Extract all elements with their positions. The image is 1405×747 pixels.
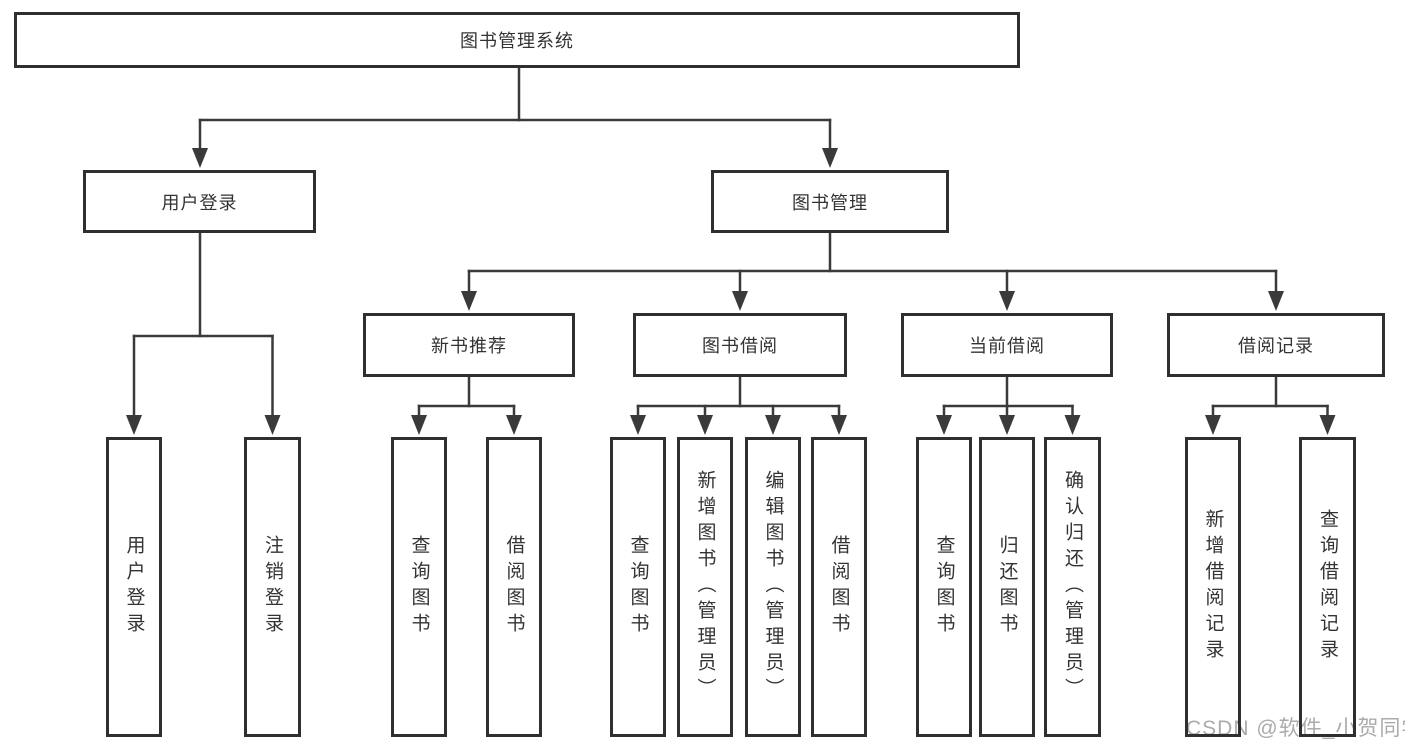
node-label: 新书推荐 — [431, 336, 507, 356]
node-book-management: 图书管理 — [711, 170, 949, 233]
node-label: 当前借阅 — [969, 336, 1045, 356]
leaf-label: 确认归还（管理员） — [1062, 470, 1083, 704]
leaf-label: 归还图书 — [996, 535, 1018, 639]
node-label: 图书借阅 — [702, 336, 778, 356]
leaf-label: 编辑图书（管理员） — [762, 470, 784, 704]
leaf-label: 注销登录 — [262, 535, 283, 639]
leaf-user-login: 用户登录 — [106, 437, 162, 737]
leaf-add-borrow-record: 新增借阅记录 — [1185, 437, 1241, 737]
node-borrow-records: 借阅记录 — [1167, 313, 1385, 377]
leaf-label: 查询图书 — [933, 535, 955, 639]
node-label: 图书管理 — [792, 192, 868, 213]
node-label: 用户登录 — [161, 192, 238, 213]
leaf-label: 查询借阅记录 — [1317, 509, 1338, 665]
leaf-query-books-1: 查询图书 — [391, 437, 447, 737]
node-book-borrowing: 图书借阅 — [633, 313, 847, 377]
leaf-query-books-2: 查询图书 — [610, 437, 666, 737]
leaf-edit-books-admin: 编辑图书（管理员） — [745, 437, 801, 737]
leaf-label: 查询图书 — [408, 535, 430, 639]
node-user-login: 用户登录 — [83, 170, 316, 233]
leaf-add-books-admin: 新增图书（管理员） — [677, 437, 733, 737]
leaf-label: 借阅图书 — [503, 535, 525, 639]
node-label: 借阅记录 — [1238, 336, 1314, 356]
csdn-watermark: CSDN @软件_小贺同学 — [1186, 717, 1405, 740]
leaf-label: 查询图书 — [627, 535, 649, 639]
node-current-borrowing: 当前借阅 — [901, 313, 1113, 377]
leaf-confirm-return-admin: 确认归还（管理员） — [1044, 437, 1101, 737]
leaf-label: 新增借阅记录 — [1202, 509, 1224, 665]
leaf-logout: 注销登录 — [244, 437, 301, 737]
leaf-query-borrow-record: 查询借阅记录 — [1299, 437, 1356, 737]
leaf-label: 新增图书（管理员） — [694, 470, 716, 704]
node-label: 图书管理系统 — [460, 31, 574, 51]
leaf-borrow-books-1: 借阅图书 — [486, 437, 542, 737]
leaf-borrow-books-2: 借阅图书 — [811, 437, 867, 737]
node-new-book-recommend: 新书推荐 — [363, 313, 575, 377]
leaf-label: 借阅图书 — [828, 535, 850, 639]
leaf-query-books-3: 查询图书 — [916, 437, 972, 737]
leaf-label: 用户登录 — [123, 535, 145, 639]
leaf-return-books: 归还图书 — [979, 437, 1035, 737]
node-library-system: 图书管理系统 — [14, 12, 1020, 68]
